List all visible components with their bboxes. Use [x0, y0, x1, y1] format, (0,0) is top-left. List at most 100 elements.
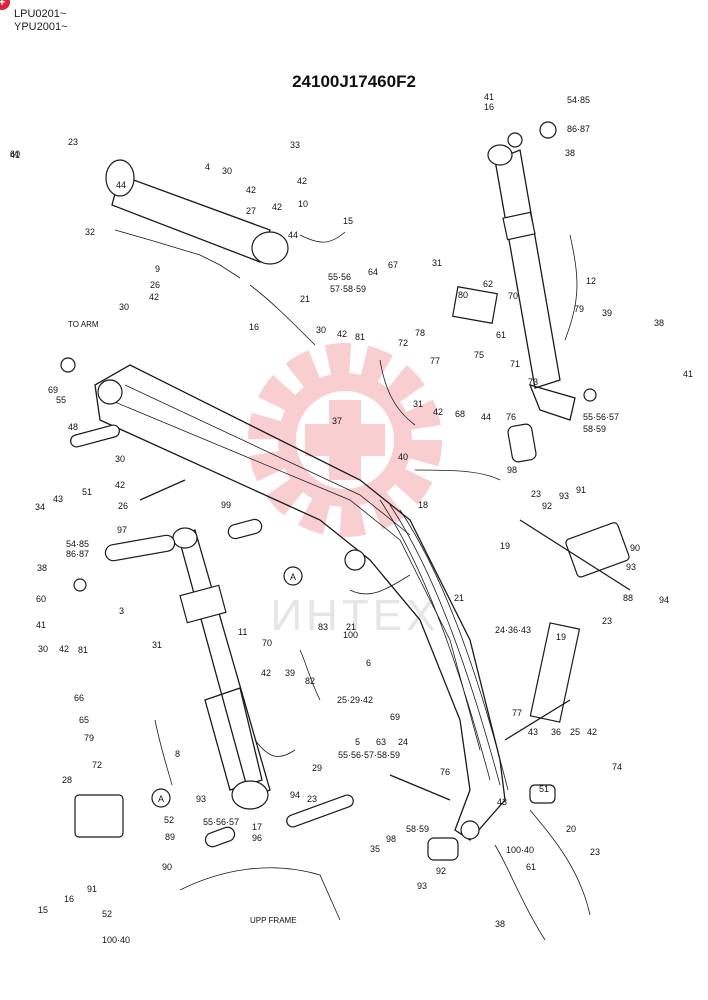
part-label: 43: [53, 494, 63, 504]
callout-a-bottom: A: [151, 788, 171, 808]
part-label: 38: [654, 318, 664, 328]
arm-cylinder: [105, 159, 289, 279]
part-label: 69: [390, 712, 400, 722]
part-label: 39: [285, 668, 295, 678]
part-label: 90: [630, 543, 640, 553]
part-label: 40: [398, 452, 408, 462]
part-label: 66: [74, 693, 84, 703]
part-label: 55: [56, 395, 66, 405]
part-label: 76: [506, 412, 516, 422]
part-label: 51: [82, 487, 92, 497]
plus-badge-icon[interactable]: +: [0, 0, 10, 10]
part-label: 42: [261, 668, 271, 678]
part-label: 30: [38, 644, 48, 654]
part-label: 55·56: [328, 272, 351, 282]
part-label: 15: [38, 905, 48, 915]
part-label: 31: [413, 399, 423, 409]
part-label: 68: [455, 409, 465, 419]
diagram-title: 24100J17460F2: [292, 72, 416, 91]
part-label: 33: [290, 140, 300, 150]
pins-and-parts: [60, 121, 631, 921]
part-label: 81: [355, 332, 365, 342]
part-label: 18: [418, 500, 428, 510]
part-label: 70: [262, 638, 272, 648]
part-label: 55·56·57·58·59: [338, 750, 400, 760]
part-label: 38: [495, 919, 505, 929]
part-label: 54·85: [567, 95, 590, 105]
part-label: 72: [92, 760, 102, 770]
part-label: 25·29·42: [337, 695, 373, 705]
hoses: [154, 231, 591, 941]
serial-range-2: YPU2001~: [14, 21, 68, 33]
part-label: 100: [343, 630, 358, 640]
part-label: 41: [10, 150, 20, 160]
part-label: 92: [436, 866, 446, 876]
part-label: 30: [115, 454, 125, 464]
watermark-text: ИНТЕХ: [271, 591, 440, 640]
part-label: 93: [626, 562, 636, 572]
part-label: 42: [59, 644, 69, 654]
part-label: 4: [205, 162, 210, 172]
part-label: 31: [152, 640, 162, 650]
part-label: 71: [510, 359, 520, 369]
part-label: 26: [118, 501, 128, 511]
part-label: 78: [415, 328, 425, 338]
part-label: 98: [507, 465, 517, 475]
part-label: 9: [155, 264, 160, 274]
part-label: 27: [246, 206, 256, 216]
part-label: 48: [68, 422, 78, 432]
part-label: 82: [305, 676, 315, 686]
part-label: 60: [10, 149, 20, 159]
part-label: 42: [149, 292, 159, 302]
part-label: 89: [165, 832, 175, 842]
part-label: 39: [602, 308, 612, 318]
part-label: 20: [566, 824, 576, 834]
part-label: 44: [288, 230, 298, 240]
part-label: 42: [115, 480, 125, 490]
bucket-cylinder: [487, 144, 576, 421]
gear-logo-icon: [248, 343, 442, 537]
part-label: 72: [398, 338, 408, 348]
part-label: 76: [440, 767, 450, 777]
part-label: 80: [458, 290, 468, 300]
part-label: 21: [300, 294, 310, 304]
part-label: 21: [454, 593, 464, 603]
part-label: 91: [576, 485, 586, 495]
part-label: 88: [623, 593, 633, 603]
part-label: 44: [481, 412, 491, 422]
part-label: 35: [370, 844, 380, 854]
part-label: 3: [119, 606, 124, 616]
part-label: 42: [297, 176, 307, 186]
part-label: 97: [117, 525, 127, 535]
svg-text:A: A: [290, 572, 296, 582]
part-label: 41: [683, 369, 693, 379]
part-label: 94: [290, 790, 300, 800]
part-label: 64: [368, 267, 378, 277]
part-label: 23: [68, 137, 78, 147]
part-label: 98: [386, 834, 396, 844]
part-label: 67: [388, 260, 398, 270]
part-label: 23: [531, 489, 541, 499]
part-label: 44: [116, 180, 126, 190]
part-label: 93: [417, 881, 427, 891]
part-label: 93: [559, 491, 569, 501]
part-label: 96: [252, 833, 262, 843]
part-label: 86·87: [66, 549, 89, 559]
watermark: ИНТЕХ: [248, 343, 442, 640]
boom-cylinder: [172, 527, 271, 810]
part-label: 61: [526, 862, 536, 872]
part-label: 42: [433, 407, 443, 417]
part-label: 10: [298, 199, 308, 209]
part-label: 34: [35, 502, 45, 512]
part-label: 28: [62, 775, 72, 785]
part-label: 81: [78, 645, 88, 655]
part-label: 74: [612, 762, 622, 772]
part-label: 23: [590, 847, 600, 857]
part-label: 90: [162, 862, 172, 872]
part-label: 58·59: [406, 824, 429, 834]
part-label: 69: [48, 385, 58, 395]
part-label: 77: [430, 356, 440, 366]
part-label: 43: [497, 797, 507, 807]
part-label: 32: [85, 227, 95, 237]
